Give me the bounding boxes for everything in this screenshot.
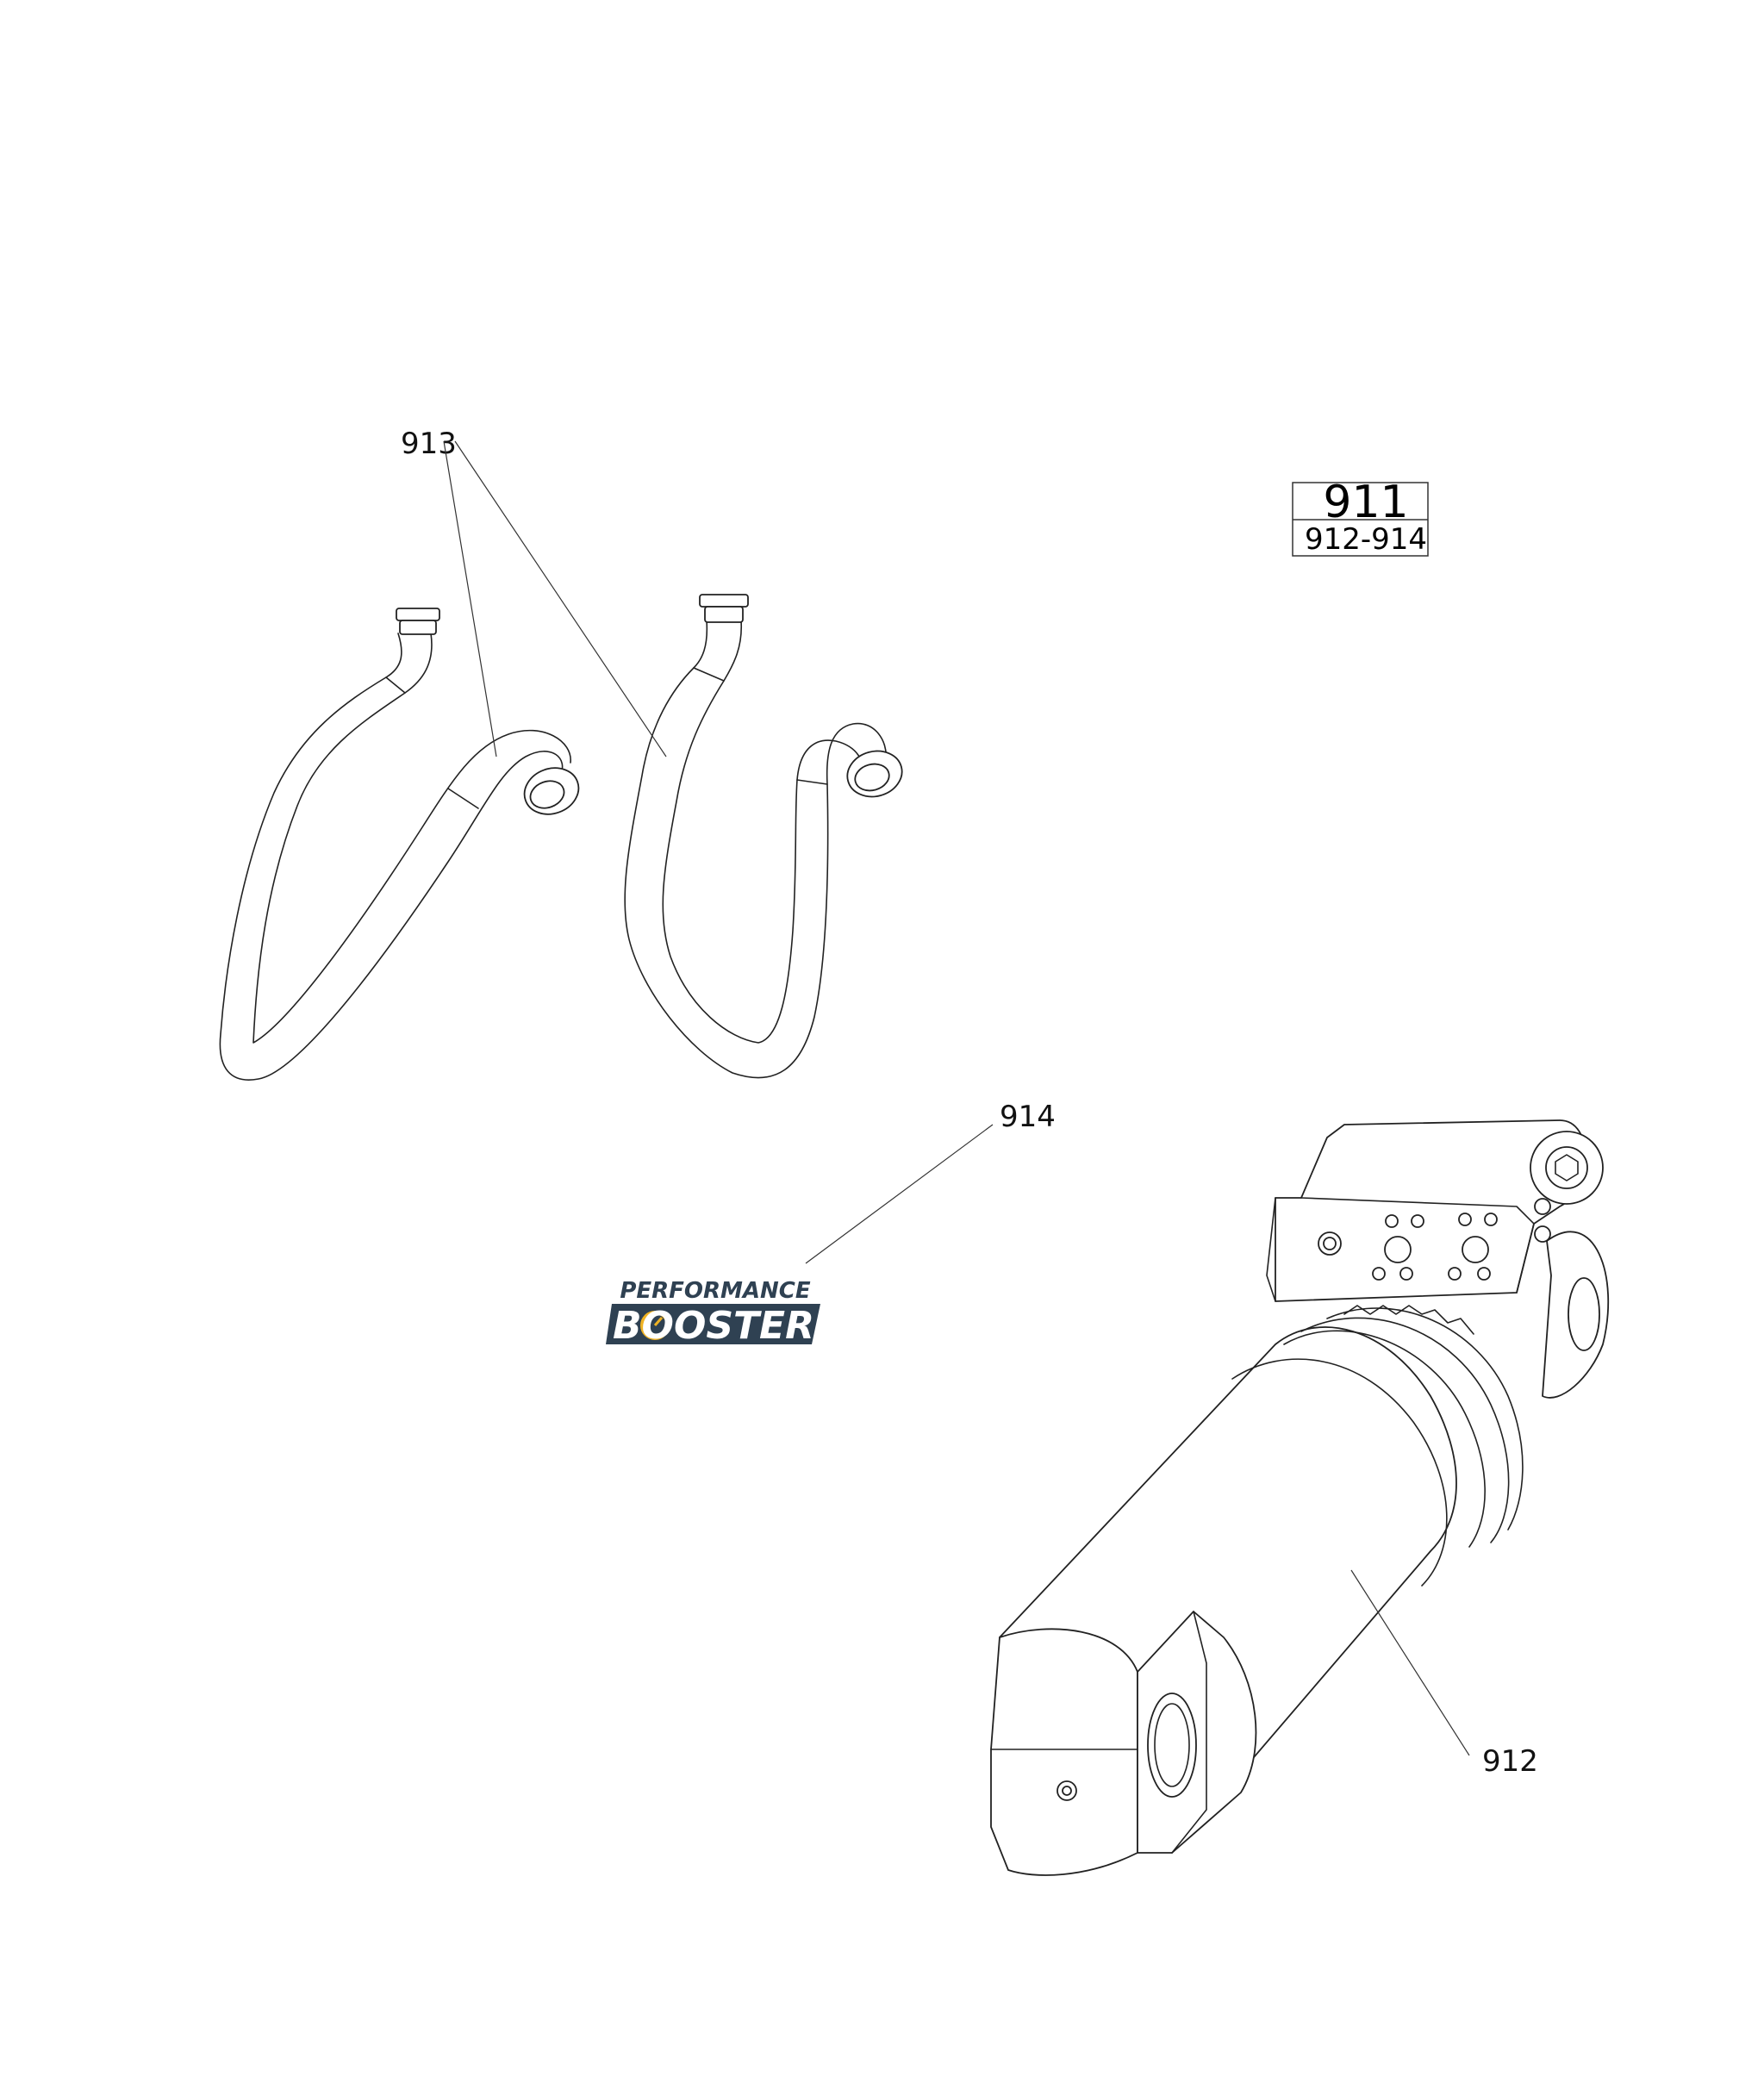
callout-914-label: 914 [1000,1100,1056,1134]
callout-913: 913 [401,427,667,757]
reference-main-number: 911 [1323,477,1408,528]
performance-booster-logo: PERFORMANCE BOOSTER [606,1278,820,1348]
logo-line2: BOOSTER [613,1304,814,1348]
callout-914: 914 [805,1100,1056,1264]
reference-range: 912-914 [1305,522,1427,557]
reference-box: 911 912-914 [1292,477,1429,557]
callout-912: 912 [1350,1569,1538,1779]
callout-913-label: 913 [401,427,457,461]
hydraulic-cylinder [990,1119,1610,1876]
hose-right [624,594,903,1079]
hose-left [219,608,580,1081]
logo-line1: PERFORMANCE [620,1278,811,1304]
gauge-icon [640,1311,670,1340]
callout-912-label: 912 [1482,1744,1538,1779]
